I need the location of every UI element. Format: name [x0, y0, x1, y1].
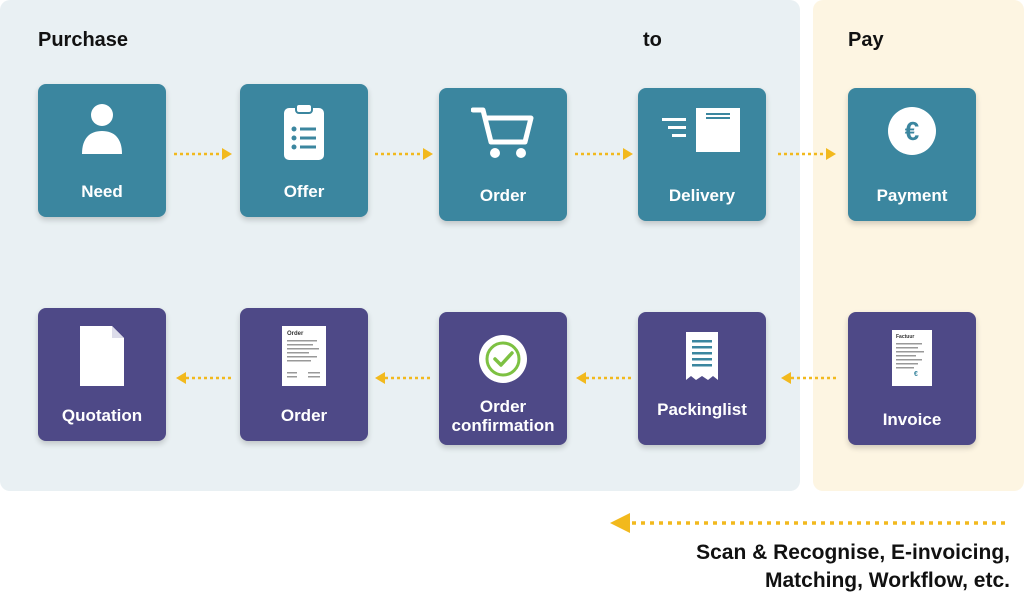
arrow-packinglist-confirmation	[576, 372, 634, 384]
card-order-top-label: Order	[479, 186, 527, 205]
arrow-order-quotation	[176, 372, 234, 384]
card-packinglist-label: Packinglist	[657, 400, 747, 419]
card-invoice: Factuur € Invoice	[848, 312, 976, 445]
heading-pay: Pay	[848, 29, 884, 51]
card-need-label: Need	[81, 182, 123, 201]
order-doc-title: Order	[287, 331, 304, 337]
card-order-bottom-label: Order	[280, 406, 328, 425]
arrow-confirmation-order	[375, 372, 433, 384]
arrow-order-delivery	[575, 148, 633, 160]
svg-text:€: €	[914, 371, 918, 378]
card-delivery-label: Delivery	[668, 186, 736, 205]
card-quotation-label: Quotation	[61, 406, 143, 425]
svg-text:€: €	[905, 116, 919, 146]
check-circle-icon	[439, 334, 567, 384]
arrow-delivery-payment	[778, 148, 836, 160]
arrow-offer-order	[375, 148, 433, 160]
receipt-icon	[638, 330, 766, 384]
order-document-icon: Order	[240, 324, 368, 388]
delivery-package-icon	[638, 106, 766, 154]
card-offer: Offer	[240, 84, 368, 217]
card-quotation: Quotation	[38, 308, 166, 441]
invoice-document-icon: Factuur €	[848, 328, 976, 388]
arrow-invoice-packinglist	[781, 372, 839, 384]
footer-line-1: Scan & Recognise, E-invoicing,	[696, 541, 1010, 564]
heading-to: to	[643, 29, 662, 51]
card-offer-label: Offer	[283, 182, 325, 201]
card-invoice-label: Invoice	[882, 410, 942, 429]
person-icon	[38, 102, 166, 158]
arrow-process-overview	[610, 513, 1008, 533]
clipboard-list-icon	[240, 102, 368, 162]
arrow-need-offer	[174, 148, 232, 160]
card-payment-label: Payment	[876, 186, 948, 205]
card-need: Need	[38, 84, 166, 217]
card-order-bottom: Order Order	[240, 308, 368, 441]
invoice-doc-title: Factuur	[896, 334, 914, 340]
footer-line-2: Matching, Workflow, etc.	[764, 569, 1010, 592]
card-delivery: Delivery	[638, 88, 766, 221]
card-order-top: Order	[439, 88, 567, 221]
card-order-confirmation-label-1: Order	[479, 397, 527, 416]
shopping-cart-icon	[439, 106, 567, 162]
card-order-confirmation-label-2: confirmation	[451, 416, 555, 435]
heading-purchase: Purchase	[38, 29, 129, 51]
card-packinglist: Packinglist	[638, 312, 766, 445]
card-payment: € Payment	[848, 88, 976, 221]
euro-coin-icon: €	[848, 106, 976, 156]
blank-document-icon	[38, 324, 166, 388]
card-order-confirmation: Order confirmation	[439, 312, 567, 445]
